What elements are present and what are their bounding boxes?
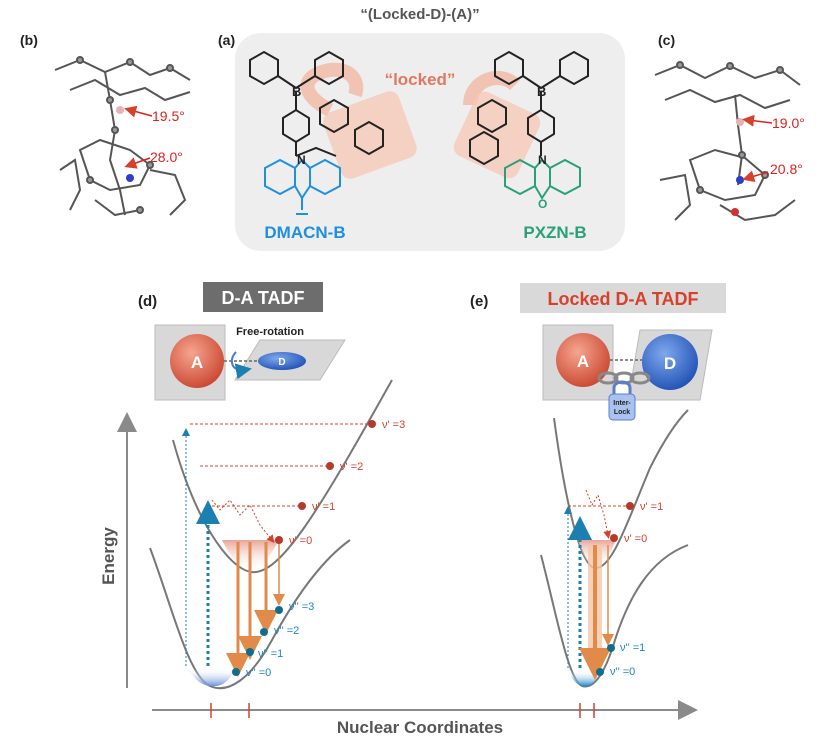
level-dot-d-upper-3 (368, 420, 376, 428)
angle-arrow-c-bottom (742, 170, 769, 183)
level-dot-e-upper-0 (610, 534, 618, 542)
donor-sphere-e (642, 334, 698, 390)
angle-arrow-c-top (742, 114, 773, 127)
crystal-structure-c (654, 61, 801, 222)
lock-plate-left (323, 91, 417, 179)
boron-atom-b (116, 106, 124, 114)
level-dot-d-lower-2 (260, 628, 268, 636)
angle-c-top: 19.0° (772, 115, 805, 131)
lock-label-line1: Inter- (613, 400, 631, 407)
level-label-d-upper-3: ν' =3 (382, 419, 405, 431)
level-label-d-lower-3: ν'' =3 (289, 601, 314, 613)
level-dot-e-upper-1 (626, 502, 634, 510)
pxzn-phenoxazine-core (504, 158, 581, 200)
panel-label-c: (c) (658, 32, 675, 48)
level-label-d-lower-2: ν'' =2 (274, 625, 299, 637)
panel-label-d: (d) (138, 293, 157, 310)
dmacn-label: DMACN-B (264, 223, 345, 242)
level-label-e-upper-1: ν' =1 (640, 501, 663, 513)
pxzn-oxygen: O (538, 197, 547, 211)
level-dot-d-upper-2 (326, 462, 334, 470)
dmacn-boron: B (292, 84, 301, 99)
locked-label: “locked” (385, 70, 456, 89)
level-label-d-upper-1: ν' =1 (312, 501, 335, 513)
nitrogen-atom-b (126, 174, 134, 182)
level-dot-d-lower-1 (246, 648, 254, 656)
angle-arrow-b-bottom (124, 157, 151, 169)
crystal-structure-b (54, 56, 191, 217)
level-dot-d-upper-1 (298, 502, 306, 510)
acceptor-sphere-d (170, 334, 224, 388)
panel-e-title-box (520, 283, 726, 313)
dmacn-b-structure (249, 50, 384, 157)
donor-disk-d (258, 352, 306, 370)
dmacn-nitrogen: N (297, 153, 306, 167)
level-label-e-lower-0: ν'' =0 (610, 666, 635, 678)
pxzn-nitrogen: N (538, 153, 547, 167)
level-dot-d-lower-0 (232, 668, 240, 676)
figure-title: “(Locked-D)-(A)” (360, 6, 479, 23)
acceptor-sphere-d-label: A (191, 353, 203, 372)
free-rotation-label: Free-rotation (236, 326, 304, 338)
pxzn-boron: B (537, 84, 546, 99)
angle-b-bottom: 28.0° (150, 149, 183, 165)
chain-lock-icon (597, 371, 651, 421)
angle-b-top: 19.5° (152, 108, 185, 124)
energy-axis-label: Energy (99, 527, 118, 585)
panel-d-title-box (203, 282, 323, 312)
pxzn-label: PXZN-B (523, 223, 586, 242)
relaxation-wave-e (585, 489, 612, 539)
level-dot-d-upper-0 (275, 536, 283, 544)
relaxation-wave-d (211, 499, 275, 544)
ground-well-fill-e (569, 670, 600, 687)
level-dot-e-lower-1 (607, 644, 615, 652)
acceptor-sphere-e-label: A (577, 352, 589, 371)
rotation-arrow-icon (230, 351, 252, 380)
donor-sphere-e-label: D (664, 354, 676, 373)
angle-arrow-b-top (124, 105, 153, 118)
panel-label-a: (a) (218, 32, 235, 48)
ground-well-fill-d (187, 668, 236, 687)
level-label-d-upper-2: ν' =2 (340, 461, 363, 473)
panel-label-b: (b) (20, 32, 38, 48)
pxzn-b-structure (469, 50, 589, 166)
nitrogen-atom-c (736, 176, 744, 184)
donor-disk-d-label: D (278, 357, 285, 368)
dmacn-acridine-core (264, 158, 341, 215)
acceptor-sphere-e (556, 333, 610, 387)
level-label-d-upper-0: ν' =0 (289, 535, 312, 547)
panel-e-title: Locked D-A TADF (548, 289, 699, 309)
lock-band-left (300, 62, 364, 117)
oxygen-atom-c (731, 208, 739, 216)
boron-atom-c (736, 118, 744, 126)
excited-state-curve-d (172, 379, 393, 574)
panel-a-background (235, 33, 625, 251)
excited-state-curve-e (553, 409, 689, 569)
lock-label-line2: Lock (614, 409, 630, 416)
lock-band-right (463, 70, 520, 106)
lock-plate-right (453, 91, 541, 179)
level-label-e-lower-1: ν'' =1 (620, 642, 645, 654)
level-dot-d-lower-3 (275, 606, 283, 614)
ground-state-curve-d (149, 539, 351, 690)
panel-d-title: D-A TADF (222, 288, 305, 308)
level-label-d-lower-0: ν'' =0 (246, 667, 271, 679)
level-dot-e-lower-0 (596, 668, 604, 676)
level-label-d-lower-1: ν'' =1 (258, 648, 283, 660)
panel-label-e: (e) (470, 293, 488, 310)
angle-c-bottom: 20.8° (770, 161, 803, 177)
level-label-e-upper-0: ν' =0 (624, 533, 647, 545)
coordinate-axis-label: Nuclear Coordinates (337, 718, 503, 737)
